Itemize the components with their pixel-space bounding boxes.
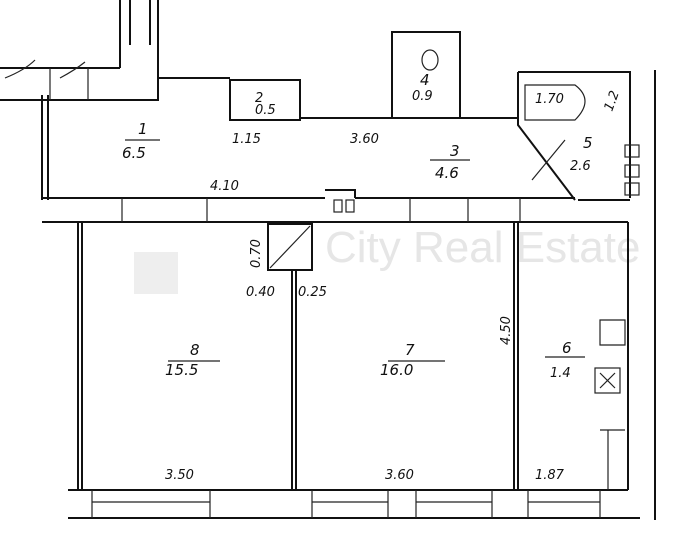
room-7-area: 16.0 xyxy=(380,361,413,379)
watermark-logo xyxy=(134,252,178,294)
dim-room6-width: 1.87 xyxy=(535,468,565,483)
room-8-number: 8 xyxy=(190,341,200,359)
room-5-number: 5 xyxy=(583,134,593,152)
room-6-area: 1.4 xyxy=(550,366,571,381)
corridor-walls xyxy=(41,31,628,223)
room-2-number: 2 xyxy=(255,91,263,106)
dimension-labels: 1.15 3.60 4.10 1.70 1.2 0.70 0.40 0.25 4… xyxy=(165,89,623,483)
room-3-area: 4.6 xyxy=(435,164,459,182)
room-7-number: 7 xyxy=(405,341,415,359)
dim-bath-length: 1.70 xyxy=(535,92,564,107)
room-1-area: 6.5 xyxy=(122,144,146,162)
room-1-number: 1 xyxy=(138,120,148,138)
room-8-area: 15.5 xyxy=(165,361,198,379)
dim-chimney-height: 0.70 xyxy=(249,239,264,268)
dim-room8-width: 3.50 xyxy=(165,468,194,483)
vent-icon xyxy=(345,199,355,213)
room-3-number: 3 xyxy=(450,142,460,160)
dim-corridor-mid: 3.60 xyxy=(350,132,379,147)
room-4-wc xyxy=(391,31,461,119)
toilet-icon xyxy=(421,49,439,71)
dim-room-depth: 4.50 xyxy=(499,316,514,345)
dim-corridor-length: 4.10 xyxy=(210,179,239,194)
room-4-area: 0.9 xyxy=(412,89,433,104)
top-left-walls xyxy=(0,0,159,101)
stove-icon xyxy=(594,367,621,394)
main-rooms xyxy=(68,70,656,520)
dim-wall-left: 0.40 xyxy=(246,285,275,300)
vent-icon xyxy=(333,199,343,213)
room-2-closet xyxy=(229,79,301,121)
bathroom-5 xyxy=(517,71,640,201)
dim-corridor-left: 1.15 xyxy=(232,132,261,147)
room-4-number: 4 xyxy=(420,71,430,89)
room-2-area: 0.5 xyxy=(255,103,276,118)
dim-room7-width: 3.60 xyxy=(385,468,414,483)
room-6-number: 6 xyxy=(562,339,572,357)
dim-wall-right: 0.25 xyxy=(298,285,327,300)
dim-bath-width: 1.2 xyxy=(602,89,623,114)
chimney xyxy=(267,223,313,271)
room-labels: 1 6.5 2 0.5 3 4.6 4 0.9 5 2.6 6 1.4 7 16… xyxy=(122,71,593,381)
watermark: City Real Estate xyxy=(325,223,640,272)
room-5-area: 2.6 xyxy=(570,159,591,174)
